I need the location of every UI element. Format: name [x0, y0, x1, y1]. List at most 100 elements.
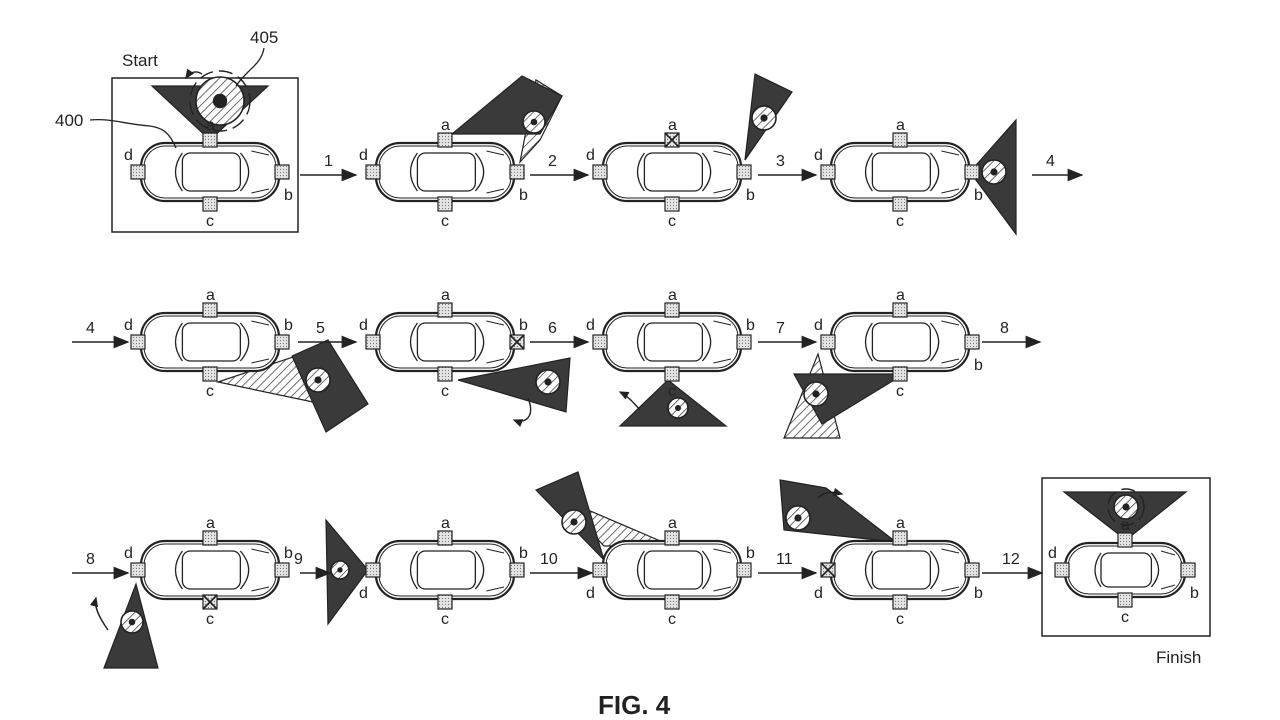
sensor-label-d: d [814, 317, 823, 334]
rotation-arrow [185, 68, 203, 80]
finish-label: Finish [1156, 648, 1201, 667]
sensor-label-d: d [586, 317, 595, 334]
step-number: 9 [294, 551, 303, 568]
sensor-label-d: d [586, 147, 595, 164]
sensor-label-a: a [668, 515, 677, 532]
sensor-b [964, 562, 980, 578]
target-center-dot [128, 618, 136, 626]
car-rear-window [864, 152, 873, 192]
sensor-d [592, 334, 608, 350]
car-hood-line [486, 586, 505, 592]
target-center-dot [570, 518, 578, 526]
sensor-label-a: a [896, 287, 905, 304]
car-rear-window [409, 152, 418, 192]
car-hood-line [486, 548, 505, 554]
sensor-label-c: c [896, 213, 904, 230]
car-windshield [701, 550, 712, 590]
sensor-b [509, 164, 525, 180]
step-number: 4 [86, 320, 95, 337]
car-body [601, 141, 743, 203]
sensor-label-d: d [1048, 545, 1057, 562]
car-roof [1100, 552, 1153, 588]
sensor-label-c: c [206, 213, 214, 230]
sensor-label-d: d [124, 545, 133, 562]
sensor-label-a: a [206, 515, 215, 532]
sensor-b [1180, 562, 1196, 578]
sensor-label-d: d [124, 317, 133, 334]
car-roof [871, 152, 932, 192]
car-windshield [474, 550, 485, 590]
car-windshield [474, 322, 485, 362]
car-hood-line [713, 150, 732, 156]
car-hood-line [1160, 584, 1176, 590]
sensor-label-a: a [441, 287, 450, 304]
sensor-a [664, 302, 680, 318]
sensor-label-b: b [746, 545, 755, 562]
sensor-label-c: c [441, 213, 449, 230]
sensor-d [130, 562, 146, 578]
sensor-label-a: a [441, 515, 450, 532]
car-roof [643, 550, 704, 590]
sensor-c [664, 366, 680, 382]
target-center-dot [337, 567, 343, 573]
car-roof [871, 322, 932, 362]
car-roof [643, 322, 704, 362]
sensor-c [437, 594, 453, 610]
reference-400: 400 [55, 111, 83, 130]
car-hood-line [251, 548, 270, 554]
sensor-d [820, 334, 836, 350]
sensor-label-a: a [668, 117, 677, 134]
car-hood-line [251, 150, 270, 156]
sensor-d [130, 334, 146, 350]
sensor-c [202, 366, 218, 382]
target-center-dot [530, 118, 538, 126]
sensor-c [437, 366, 453, 382]
car-roof [181, 322, 242, 362]
sensor-d [365, 562, 381, 578]
sensor-label-c: c [441, 383, 449, 400]
sensor-d [130, 164, 146, 180]
sensor-label-a: a [206, 287, 215, 304]
sensor-label-d: d [814, 585, 823, 602]
car-body [139, 141, 281, 203]
car-rear-window [636, 152, 645, 192]
car-hood-line [713, 320, 732, 326]
car-body [601, 311, 743, 373]
sensor-label-a: a [668, 287, 677, 304]
target-center-dot [675, 405, 681, 411]
step-number: 4 [1046, 153, 1055, 170]
rotation-ring [189, 70, 251, 132]
step-number: 12 [1002, 551, 1020, 568]
sensor-d [365, 334, 381, 350]
sensor-label-c: c [668, 611, 676, 628]
car-windshield [929, 152, 940, 192]
frames-layer: acbdacbdacbdacbdacbdacbdacbdacbdacbdacbd… [103, 70, 1211, 669]
step-number: 10 [540, 551, 558, 568]
blocked-sensor-mark [202, 594, 218, 610]
car-rear-window [409, 322, 418, 362]
sensor-label-a: a [441, 117, 450, 134]
target-center-dot [212, 93, 228, 109]
car-hood-line [486, 320, 505, 326]
car-hood-line [251, 358, 270, 364]
leader-line-400 [89, 118, 177, 149]
figure-caption: FIG. 4 [598, 690, 671, 720]
sensor-label-c: c [896, 611, 904, 628]
car-roof [416, 152, 477, 192]
car-roof [181, 550, 242, 590]
car-hood-line [941, 150, 960, 156]
target-center-dot [544, 378, 552, 386]
sensor-d [1054, 562, 1070, 578]
sensor-label-b: b [284, 187, 293, 204]
car-body [374, 539, 516, 601]
car-hood-line [941, 548, 960, 554]
car-body [139, 539, 281, 601]
car-body [829, 539, 971, 601]
